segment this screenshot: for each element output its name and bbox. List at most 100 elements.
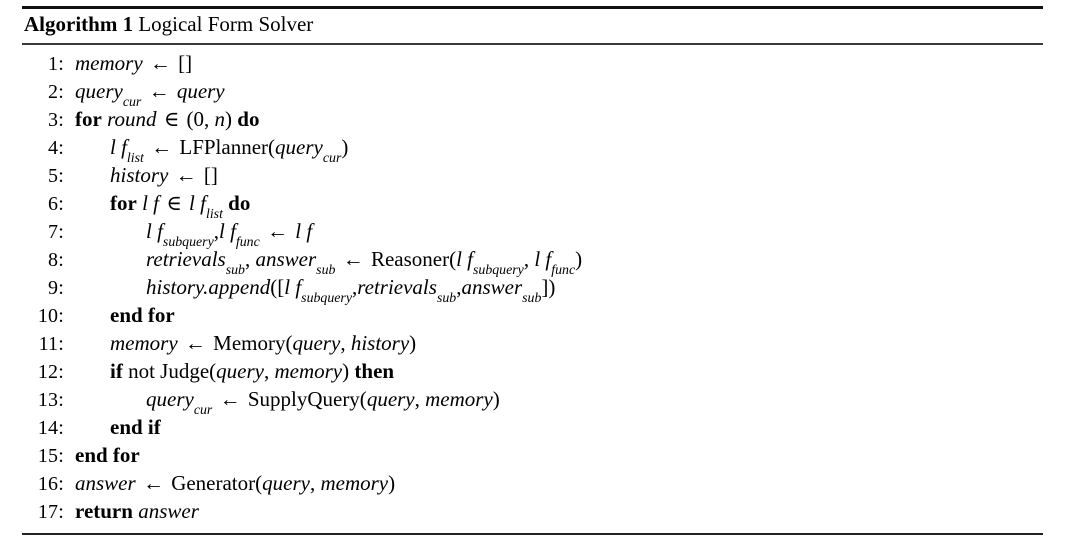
- code-token-bigbrk: ([: [270, 275, 285, 299]
- code-token-var: retrievals: [146, 247, 226, 271]
- code-token-rm: []: [178, 51, 193, 75]
- line-number: 7:: [48, 221, 64, 243]
- code-token-rm: ): [388, 471, 396, 495]
- code-token-punct: ,: [309, 471, 321, 495]
- code-token-rm: Generator(: [171, 471, 263, 495]
- code-token-sub: subquery: [473, 262, 524, 278]
- line-number: 3:: [48, 109, 64, 131]
- code-token-kw: if: [110, 359, 123, 383]
- code-token-arrow: ←: [342, 247, 364, 271]
- code-token-var: query: [146, 387, 194, 411]
- code-token-sub: subquery: [301, 290, 352, 306]
- code-token-op: ∈: [166, 191, 182, 215]
- code-token-rm: ): [225, 107, 233, 131]
- code-token-rm: ): [409, 331, 417, 355]
- code-token-rm: Reasoner(: [370, 247, 457, 271]
- code-token-var: l f: [295, 219, 313, 243]
- line-number: 8:: [48, 249, 64, 271]
- code-token-sub: sub: [225, 262, 245, 278]
- line-number: 12:: [37, 361, 64, 383]
- algorithm-caption: Algorithm 1 Logical Form Solver: [22, 9, 1043, 40]
- code-token-var: query: [275, 135, 323, 159]
- code-token-rm: ): [575, 247, 583, 271]
- code-token-rm: LFPlanner(: [179, 135, 276, 159]
- code-token-kw: for: [75, 107, 102, 131]
- code-token-punct: ,: [213, 219, 219, 243]
- code-token-kw: return: [75, 499, 133, 523]
- algorithm-line: 6:for l f ∈ l flist do: [22, 191, 1043, 222]
- code-token-var: memory: [425, 387, 493, 411]
- code-token-sub: cur: [193, 402, 213, 418]
- code-token-bigbrk: ]): [541, 275, 556, 299]
- algorithm-line: 1:memory ← []: [22, 51, 1043, 79]
- algorithm-line: 7:l fsubquery,l ffunc ← l f: [22, 219, 1043, 249]
- line-code: querycur ← query: [64, 79, 225, 109]
- code-token-punct: ,: [340, 331, 351, 355]
- code-token-sub: cur: [322, 150, 342, 166]
- line-number: 11:: [38, 333, 64, 355]
- algorithm-line: 2:querycur ← query: [22, 79, 1043, 109]
- code-token-var: history.append: [146, 275, 271, 299]
- line-number: 17:: [37, 501, 64, 523]
- algorithm-figure: Algorithm 1 Logical Form Solver 1:memory…: [22, 6, 1043, 535]
- line-code: end for: [64, 303, 175, 328]
- algorithm-line: 15: end for: [22, 443, 1043, 471]
- code-token-arrow: ←: [151, 135, 173, 159]
- line-code: answer ← Generator(query, memory): [64, 471, 395, 496]
- code-token-var: retrievals: [357, 275, 437, 299]
- code-token-kw: do: [237, 107, 260, 131]
- code-token-kw: for: [110, 191, 137, 215]
- code-token-arrow: ←: [267, 219, 289, 243]
- figure-bottom-rule: [22, 533, 1043, 535]
- algorithm-title: Logical Form Solver: [138, 12, 314, 36]
- code-token-punct: ,: [263, 359, 275, 383]
- code-token-sub: sub: [522, 290, 542, 306]
- algorithm-line: 8:retrievalssub, answersub ← Reasoner(l …: [22, 247, 1043, 278]
- algorithm-line: 17:return answer: [22, 499, 1043, 527]
- line-code: l fsubquery,l ffunc ← l f: [64, 219, 313, 249]
- line-number: 2:: [48, 81, 64, 103]
- code-token-sub: func: [551, 262, 576, 278]
- code-token-sub: sub: [436, 290, 457, 306]
- code-token-punct: ,: [244, 247, 256, 271]
- code-token-rm: ): [342, 359, 350, 383]
- code-token-rm: ): [341, 135, 349, 159]
- line-number: 15:: [37, 445, 64, 467]
- algorithm-label: Algorithm 1: [24, 12, 134, 36]
- figure-top-rule: [22, 6, 1043, 9]
- code-token-var: answer: [75, 471, 136, 495]
- code-token-var: memory: [320, 471, 389, 495]
- code-token-arrow: ←: [148, 79, 170, 103]
- code-token-var: l f: [456, 247, 473, 271]
- code-token-var: l f: [534, 247, 552, 271]
- line-code: history.append([l fsubquery,retrievalssu…: [64, 275, 556, 306]
- line-number: 6:: [48, 193, 64, 215]
- algorithm-line: 9:history.append([l fsubquery,retrievals…: [22, 275, 1043, 306]
- code-token-op: ∈: [163, 107, 180, 131]
- code-token-rm: []: [203, 163, 218, 187]
- line-code: l flist ← LFPlanner(querycur): [64, 135, 349, 166]
- code-token-sub: list: [205, 206, 223, 222]
- algorithm-line: 12:if not Judge(query, memory) then: [22, 359, 1043, 387]
- code-token-rm: ): [492, 387, 500, 411]
- code-token-var: memory: [110, 331, 178, 355]
- code-token-var: history: [350, 331, 410, 355]
- code-token-arrow: ←: [175, 163, 197, 187]
- line-code: return answer: [64, 499, 199, 524]
- code-token-var: l f: [218, 219, 236, 243]
- code-token-var: l f: [189, 191, 206, 215]
- algorithm-line: 5:history ← []: [22, 163, 1043, 191]
- algorithm-line: 13:querycur ← SupplyQuery(query, memory): [22, 387, 1043, 418]
- figure-header-rule: [22, 43, 1043, 45]
- line-code: for round ∈ (0, n) do: [64, 107, 259, 132]
- line-number: 4:: [48, 137, 64, 159]
- code-token-kw: do: [228, 191, 251, 215]
- algorithm-line: 14:end if: [22, 415, 1043, 443]
- algorithm-line: 10:end for: [22, 303, 1043, 331]
- code-token-kw: end if: [110, 415, 161, 439]
- code-token-kw: end for: [75, 443, 140, 467]
- code-token-sub: sub: [316, 262, 336, 278]
- code-token-var: answer: [461, 275, 523, 299]
- line-number: 16:: [37, 473, 64, 495]
